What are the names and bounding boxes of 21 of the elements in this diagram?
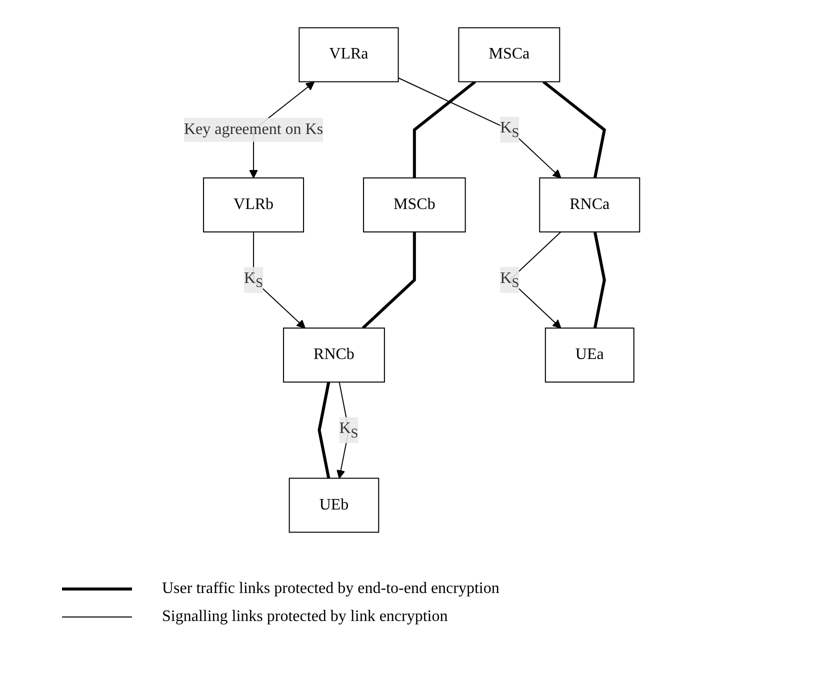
node-box: RNCa [539, 177, 640, 232]
legend-text: Signalling links protected by link encryption [162, 608, 448, 626]
edge-label: Key agreement on Ks [184, 120, 324, 138]
node-box: RNCb [283, 328, 386, 383]
node-box: UEa [545, 328, 635, 383]
connector [542, 80, 606, 178]
node-box: VLRa [298, 27, 399, 82]
node-box: MSCb [363, 177, 466, 232]
connector [318, 382, 330, 479]
legend-text: User traffic links protected by end-to-end encryption [162, 580, 500, 598]
connector [362, 232, 416, 330]
node-box: VLRb [203, 177, 304, 232]
edge-label: K$_{S}$ [500, 120, 520, 140]
edge-label: K$_{S}$ [244, 270, 264, 290]
arrow [398, 77, 562, 178]
connector [413, 80, 476, 178]
edge-label: K$_{S}$ [500, 270, 520, 290]
node-box: MSCa [458, 27, 560, 82]
node-box: UEb [289, 478, 380, 533]
edge-label: K$_{S}$ [339, 420, 358, 440]
connector [594, 232, 606, 328]
